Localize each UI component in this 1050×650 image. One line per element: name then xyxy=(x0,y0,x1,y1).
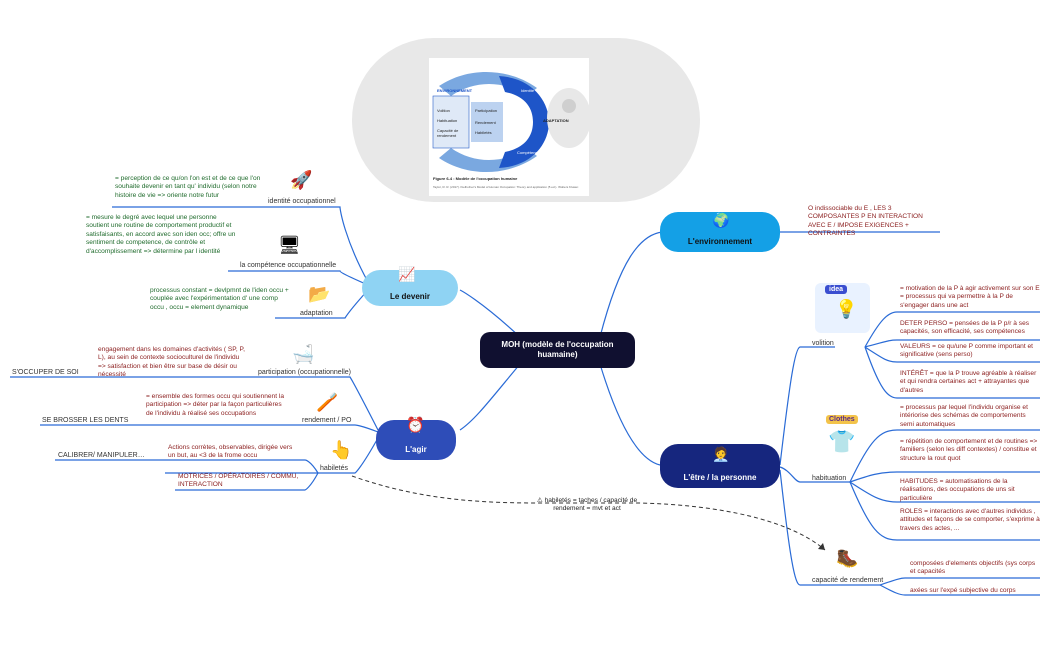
identite-label: identité occupationnel xyxy=(268,198,336,205)
personne-title: L'être / la personne xyxy=(683,472,757,482)
figure-source: Taylor, R. R. (2017). Kielhofner's Model… xyxy=(433,185,579,189)
competence-label: la compétence occupationnelle xyxy=(240,262,337,269)
environment-arc-lower xyxy=(439,148,537,173)
adaptation-label: adaptation xyxy=(300,310,333,317)
person-box xyxy=(432,95,470,149)
participation-note: engagement dans les domaines d'activités… xyxy=(98,346,245,379)
volition-note-4: INTÉRÊT = que la P trouve agréable à réa… xyxy=(900,370,1037,394)
figure-identity: Identité xyxy=(521,88,535,93)
environnement-note: O indissociable du E , LES 3 COMPOSANTES… xyxy=(808,205,923,238)
figure-habituation: Habituation xyxy=(437,118,458,123)
rendement-label: rendement / PO xyxy=(302,417,352,424)
environment-arc xyxy=(439,71,537,96)
browser-window-icon: 🖥 xyxy=(278,235,301,255)
habiletes-example: CALIBRER/ MANIPULER… xyxy=(58,452,145,459)
devenir-node[interactable]: 📈 Le devenir xyxy=(362,266,458,306)
participation-label: participation (occupationnelle) xyxy=(258,369,351,376)
agir-node[interactable]: ⏰ L'agir xyxy=(376,417,456,460)
idea-illustration-icon: idea 💡 xyxy=(815,283,870,333)
habituation-note-3: HABITUDES = automatisations de la réalis… xyxy=(900,478,1015,502)
link-center-environnement xyxy=(599,231,663,338)
figure-competence: Compétence xyxy=(517,150,540,155)
devenir-title: Le devenir xyxy=(389,291,430,301)
capacite-note-2: axées sur l'expé subjective du corps xyxy=(910,587,1016,594)
cross-link-arrowhead xyxy=(818,543,825,550)
figure-volition: Volition xyxy=(437,108,450,113)
rendement-note: = ensemble des formes occu qui soutienne… xyxy=(146,393,285,417)
bathtub-icon: 🛁 xyxy=(292,344,315,364)
pointing-hand-icon: 👆 xyxy=(330,440,353,460)
adaptation-arrow xyxy=(499,76,549,168)
adaptation-note: processus constant = devlpmnt de l'iden … xyxy=(150,287,289,311)
lightbulb-icon: 💡 xyxy=(835,299,858,319)
cross-link-label: ⚠ habiletés = taches / capacité de rende… xyxy=(536,497,638,513)
capacite-label: capacité de rendement xyxy=(812,577,884,584)
link-identite xyxy=(230,206,369,283)
capacite-note-1: composées d'elements objectifs (sys corp… xyxy=(910,560,1036,576)
alarm-clock-icon: ⏰ xyxy=(406,417,425,434)
idea-badge: idea xyxy=(825,285,848,294)
volition-note-2: DETER PERSO = pensées de la P p/r à ses … xyxy=(900,320,1030,336)
figure-caption: Figure 6-4 : Modèle de l'occupation huma… xyxy=(433,176,518,181)
environnement-title: L'environnement xyxy=(687,236,753,246)
rendement-example: SE BROSSER LES DENTS xyxy=(42,417,129,424)
figure-adaptation: ADAPTATION xyxy=(543,118,569,123)
habituation-note-2: = répétition de comportement et de routi… xyxy=(900,438,1038,462)
folders-icon: 📂 xyxy=(308,284,331,304)
habituation-note-4: ROLES = interactions avec d'autres indiv… xyxy=(900,508,1040,532)
figure-performance: Rendement xyxy=(475,120,496,125)
toothbrush-icon: 🪥 xyxy=(316,392,339,412)
participation-example: S'OCCUPER DE SOI xyxy=(12,369,79,376)
center-topic[interactable]: MOH (modèle de l'occupation huamaine) xyxy=(480,332,635,368)
cross-link-line xyxy=(351,475,826,551)
habituation-note-1: = processus par lequel l'individu organi… xyxy=(900,404,1028,428)
globe-icon: 🌍 xyxy=(712,212,730,228)
hiker-icon: 🥾 xyxy=(836,548,859,568)
photo-area xyxy=(547,88,591,148)
volition-label: volition xyxy=(812,340,834,347)
personne-node[interactable]: 🧑‍💼 L'être / la personne xyxy=(660,444,780,488)
link-center-devenir xyxy=(459,289,521,338)
link-center-agir xyxy=(459,363,521,431)
function-graph-icon: 📈 xyxy=(398,266,416,282)
habiletes-note2: MOTRICES / OPÉRATOIRES / COMMU, INTERACT… xyxy=(178,473,299,489)
photo-head xyxy=(562,99,576,113)
figure-environment: ENVIRONNEMENT xyxy=(437,88,473,93)
clothes-illustration-icon: Clothes 👕 xyxy=(820,415,872,465)
moh-figure: ENVIRONNEMENT Volition Habituation Capac… xyxy=(429,58,591,196)
clothes-badge: Clothes xyxy=(826,415,858,424)
link-center-personne xyxy=(599,363,661,466)
habiletes-label: habiletés xyxy=(320,465,349,472)
volition-note-1: = motivation de la P à agir activement s… xyxy=(900,285,1040,309)
environnement-node[interactable]: 🌍 L'environnement xyxy=(660,212,780,252)
tshirt-icon: 👕 xyxy=(828,429,856,454)
rocket-icon: 🚀 xyxy=(290,170,313,190)
person-icon: 🧑‍💼 xyxy=(712,446,730,462)
figure-skills: Habiletés xyxy=(475,130,492,135)
competence-note: = mesure le degré avec lequel une person… xyxy=(86,214,236,255)
habituation-label: habituation xyxy=(812,475,847,482)
volition-note-3: VALEURS = ce qu/une P comme important et… xyxy=(900,343,1033,359)
agir-title: L'agir xyxy=(405,444,427,454)
figure-capacity: Capacité de rendement xyxy=(437,128,459,138)
occupation-box xyxy=(471,102,503,142)
habiletes-note: Actions corrètes, observables, dirigée v… xyxy=(168,444,293,460)
figure-participation: Participation xyxy=(475,108,498,113)
identite-note: = perception de ce qu/on l'on est et de … xyxy=(115,175,261,199)
